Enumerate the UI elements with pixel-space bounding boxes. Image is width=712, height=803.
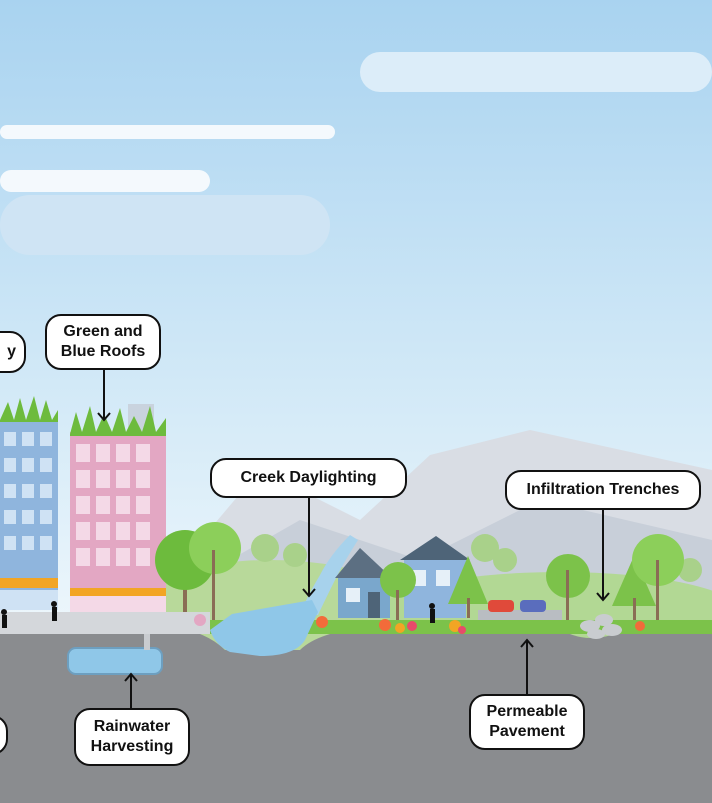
label-partial-left: y xyxy=(0,331,26,373)
pink-building xyxy=(70,404,166,622)
tank-pipe xyxy=(144,634,150,650)
label-infiltration-trenches: Infiltration Trenches xyxy=(505,470,701,510)
label-rainwater-harvesting: Rainwater Harvesting xyxy=(74,708,190,766)
roofs-line2: Blue Roofs xyxy=(47,342,159,362)
rainwater-line2: Harvesting xyxy=(76,737,188,757)
label-permeable-pavement: Permeable Pavement xyxy=(469,694,585,750)
blue-building xyxy=(0,420,58,610)
roofs-line1: Green and xyxy=(47,322,159,342)
rainwater-tank xyxy=(68,648,162,674)
creek-text: Creek Daylighting xyxy=(212,468,405,488)
partial-label-text: y xyxy=(0,342,16,362)
rainwater-line1: Rainwater xyxy=(76,717,188,737)
pavement-line1: Permeable xyxy=(471,702,583,722)
trenches-text: Infiltration Trenches xyxy=(507,480,699,500)
sidewalk xyxy=(0,612,210,634)
label-green-blue-roofs: Green and Blue Roofs xyxy=(45,314,161,370)
label-creek-daylighting: Creek Daylighting xyxy=(210,458,407,498)
pavement-line2: Pavement xyxy=(471,722,583,742)
